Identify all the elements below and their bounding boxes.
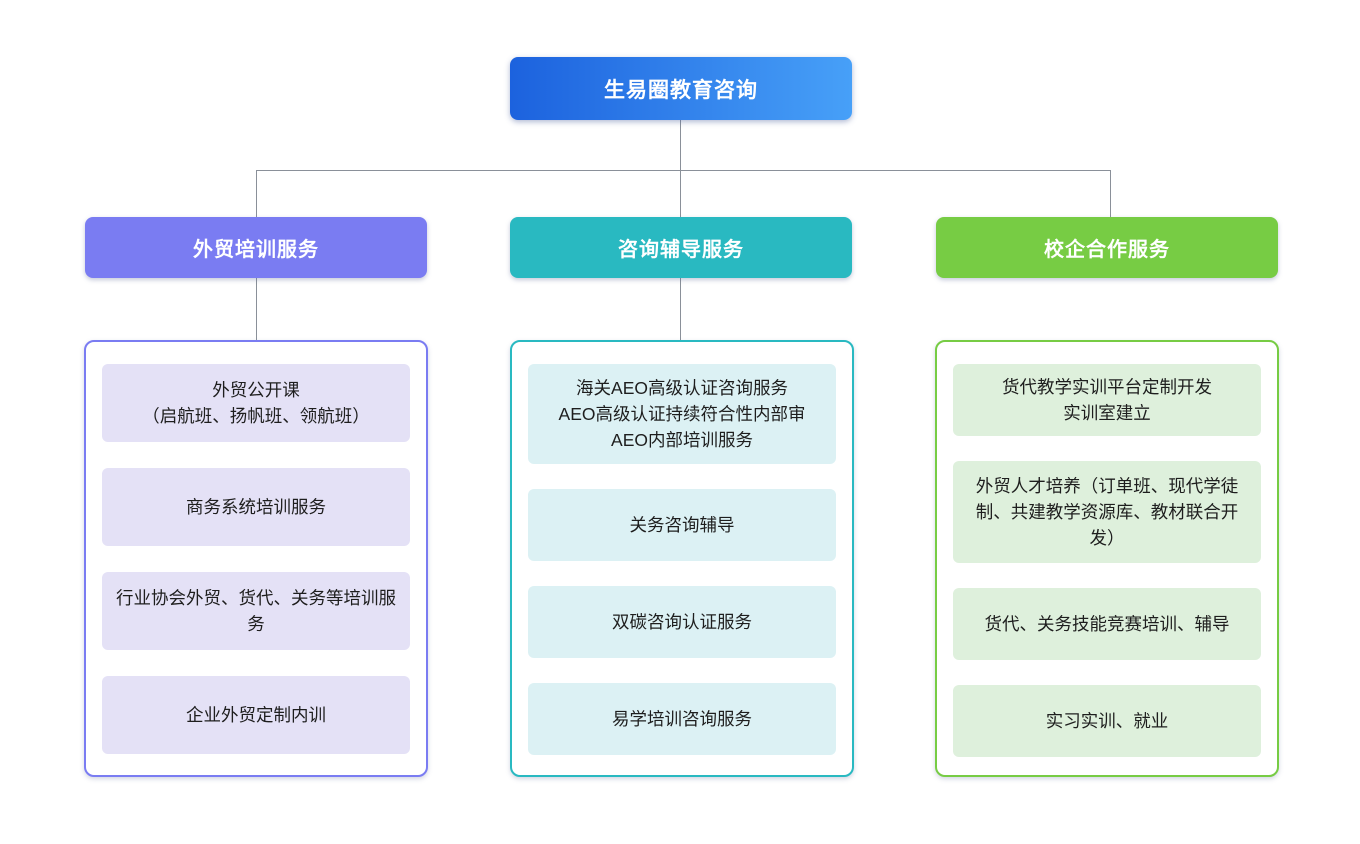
service-item: 货代教学实训平台定制开发 实训室建立 xyxy=(953,364,1261,436)
branch-header-label: 校企合作服务 xyxy=(1044,239,1170,261)
service-item: 行业协会外贸、货代、关务等培训服务 xyxy=(102,572,410,650)
service-item: 实习实训、就业 xyxy=(953,685,1261,757)
branch-header-school-enterprise: 校企合作服务 xyxy=(936,217,1278,278)
connector-horizontal-rail xyxy=(256,170,1111,171)
service-item: 商务系统培训服务 xyxy=(102,468,410,546)
connector-panel1-drop xyxy=(256,278,257,340)
branch-panel-school-enterprise: 货代教学实训平台定制开发 实训室建立 外贸人才培养（订单班、现代学徒制、共建教学… xyxy=(935,340,1279,777)
service-item: 双碳咨询认证服务 xyxy=(528,586,836,658)
connector-root-drop xyxy=(680,120,681,170)
connector-branch2-drop xyxy=(680,170,681,217)
branch-panel-consulting-coaching: 海关AEO高级认证咨询服务 AEO高级认证持续符合性内部审 AEO内部培训服务 … xyxy=(510,340,854,777)
branch-header-label: 外贸培训服务 xyxy=(193,239,319,261)
service-item: 外贸公开课 （启航班、扬帆班、领航班） xyxy=(102,364,410,442)
branch-header-foreign-trade-training: 外贸培训服务 xyxy=(85,217,427,278)
service-item: 海关AEO高级认证咨询服务 AEO高级认证持续符合性内部审 AEO内部培训服务 xyxy=(528,364,836,464)
service-item: 货代、关务技能竞赛培训、辅导 xyxy=(953,588,1261,660)
root-node-label: 生易圈教育咨询 xyxy=(604,78,758,102)
service-item: 外贸人才培养（订单班、现代学徒制、共建教学资源库、教材联合开发） xyxy=(953,461,1261,563)
connector-branch1-drop xyxy=(256,170,257,217)
service-item: 关务咨询辅导 xyxy=(528,489,836,561)
root-node: 生易圈教育咨询 xyxy=(510,57,852,120)
service-item: 易学培训咨询服务 xyxy=(528,683,836,755)
branch-header-consulting-coaching: 咨询辅导服务 xyxy=(510,217,852,278)
service-item: 企业外贸定制内训 xyxy=(102,676,410,754)
connector-panel2-drop xyxy=(680,278,681,340)
connector-branch3-drop xyxy=(1110,170,1111,217)
branch-panel-foreign-trade-training: 外贸公开课 （启航班、扬帆班、领航班） 商务系统培训服务 行业协会外贸、货代、关… xyxy=(84,340,428,777)
branch-header-label: 咨询辅导服务 xyxy=(618,239,744,261)
